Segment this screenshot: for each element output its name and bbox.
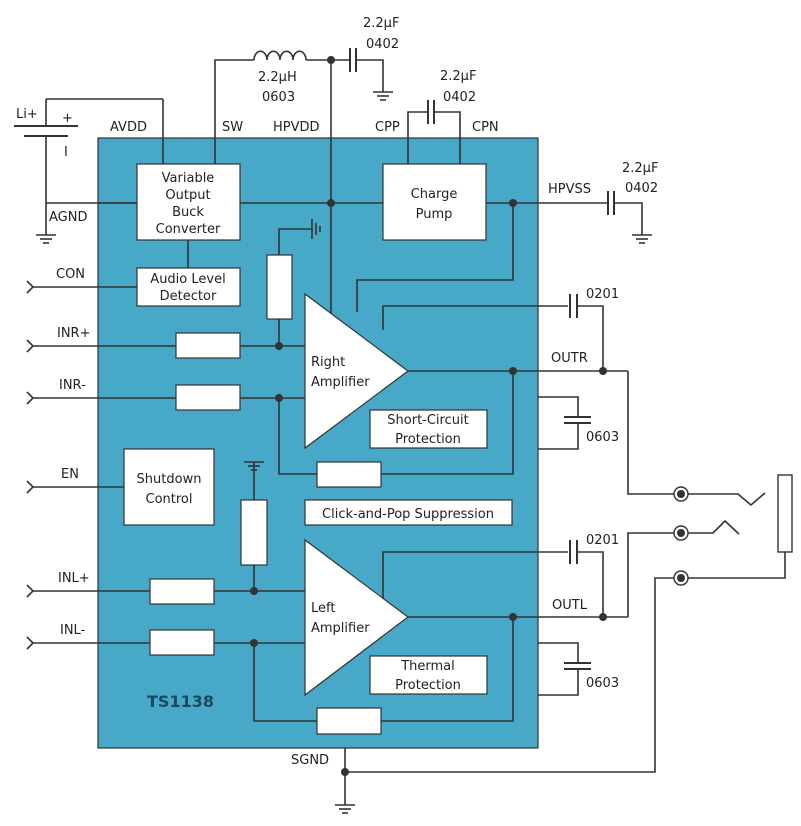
cap-hpvdd-size: 0402 [366, 37, 399, 52]
resistor-feedback-right [316, 461, 382, 488]
ground-icon [36, 234, 56, 244]
ground-icon [335, 804, 355, 814]
pin-cpn: CPN [472, 120, 499, 135]
hpvss-wire [356, 203, 514, 312]
cap-outr-series-size: 0201 [586, 287, 619, 302]
charge-pump-line-2: Pump [416, 207, 453, 222]
click-pop-suppression-block [304, 499, 513, 526]
resistor-inr-plus [175, 332, 241, 359]
pin-avdd: AVDD [110, 120, 147, 135]
outl-wire [627, 532, 674, 617]
pin-inr-minus: INR- [59, 378, 86, 393]
resistor-inr-minus [175, 384, 241, 411]
resistor-inl-plus [149, 578, 215, 605]
pin-outr: OUTR [551, 351, 588, 366]
cap-outr-shunt-size: 0603 [586, 430, 619, 445]
resistor-bias-left [240, 499, 268, 566]
capacitor-hpvss [607, 191, 652, 244]
cap-hpvdd-value: 2.2µF [363, 16, 399, 31]
left-amp-line-2: Amplifier [311, 621, 370, 636]
resistor-bias-right [266, 254, 293, 320]
pin-agnd: AGND [49, 210, 87, 225]
cap-hpvss-value: 2.2µF [622, 161, 658, 176]
left-amp-line-1: Left [311, 601, 335, 616]
pin-hpvdd: HPVDD [273, 120, 320, 135]
headphone-jack [673, 474, 793, 586]
thermal-line-2: Protection [395, 678, 461, 693]
cap-flying-value: 2.2µF [440, 69, 476, 84]
sgnd-wire [345, 577, 674, 773]
audio-level-line-1: Audio Level [150, 272, 225, 287]
inductor-symbol [214, 50, 331, 166]
right-amp-line-1: Right [311, 355, 345, 370]
pin-outl: OUTL [552, 598, 588, 613]
pin-hpvss: HPVSS [548, 182, 591, 197]
charge-pump-block [382, 163, 487, 241]
battery-plus: + [62, 111, 73, 126]
chip-name: TS1138 [147, 692, 214, 711]
battery-minus: I [64, 145, 68, 160]
pin-inr-plus: INR+ [57, 326, 90, 341]
thermal-line-1: Thermal [400, 659, 455, 674]
pin-en: EN [61, 467, 79, 482]
audio-level-detector-block [136, 267, 241, 307]
outr-wire [627, 371, 674, 495]
buck-line-2: Output [165, 188, 210, 203]
thermal-protection-block [369, 655, 488, 695]
ground-icon [311, 219, 321, 239]
shutdown-control-block [123, 448, 215, 526]
short-circuit-protection-block [369, 409, 488, 449]
pin-cpp: CPP [375, 120, 400, 135]
buck-converter-block [136, 163, 241, 241]
inductor-size: 0603 [262, 90, 295, 105]
cap-outl-series-size: 0201 [586, 533, 619, 548]
cap-hpvss-size: 0402 [625, 181, 658, 196]
left-amplifier [304, 538, 409, 697]
inductor-value: 2.2µH [258, 70, 297, 85]
capacitor-outl-series [569, 540, 604, 617]
right-amplifier [304, 292, 410, 450]
capacitor-outr-shunt [538, 396, 591, 450]
short-circuit-line-1: Short-Circuit [387, 413, 468, 428]
pin-sgnd: SGND [291, 753, 329, 768]
capacitor-outl-shunt [538, 642, 591, 696]
shutdown-line-2: Control [146, 492, 193, 507]
capacitor-flying [407, 100, 461, 166]
short-circuit-line-2: Protection [395, 432, 461, 447]
input-pin-arrows [26, 280, 176, 650]
audio-level-line-2: Detector [160, 289, 217, 304]
right-amp-line-2: Amplifier [311, 375, 370, 390]
resistor-feedback-left [316, 707, 382, 735]
cap-outl-shunt-size: 0603 [586, 676, 619, 691]
capacitor-outr-series [569, 294, 604, 371]
battery-label: Li+ [16, 107, 38, 122]
click-pop-label: Click-and-Pop Suppression [322, 507, 494, 522]
pin-inl-minus: INL- [60, 623, 86, 638]
buck-line-3: Buck [172, 205, 204, 220]
capacitor-hpvdd [331, 48, 393, 101]
pin-sw: SW [222, 120, 243, 135]
buck-line-4: Converter [156, 222, 221, 237]
pin-con: CON [56, 267, 85, 282]
pin-inl-plus: INL+ [58, 571, 90, 586]
cap-flying-size: 0402 [443, 90, 476, 105]
charge-pump-line-1: Charge [411, 187, 458, 202]
shutdown-line-1: Shutdown [137, 472, 202, 487]
buck-line-1: Variable [162, 171, 215, 186]
resistor-inl-minus [149, 629, 215, 656]
